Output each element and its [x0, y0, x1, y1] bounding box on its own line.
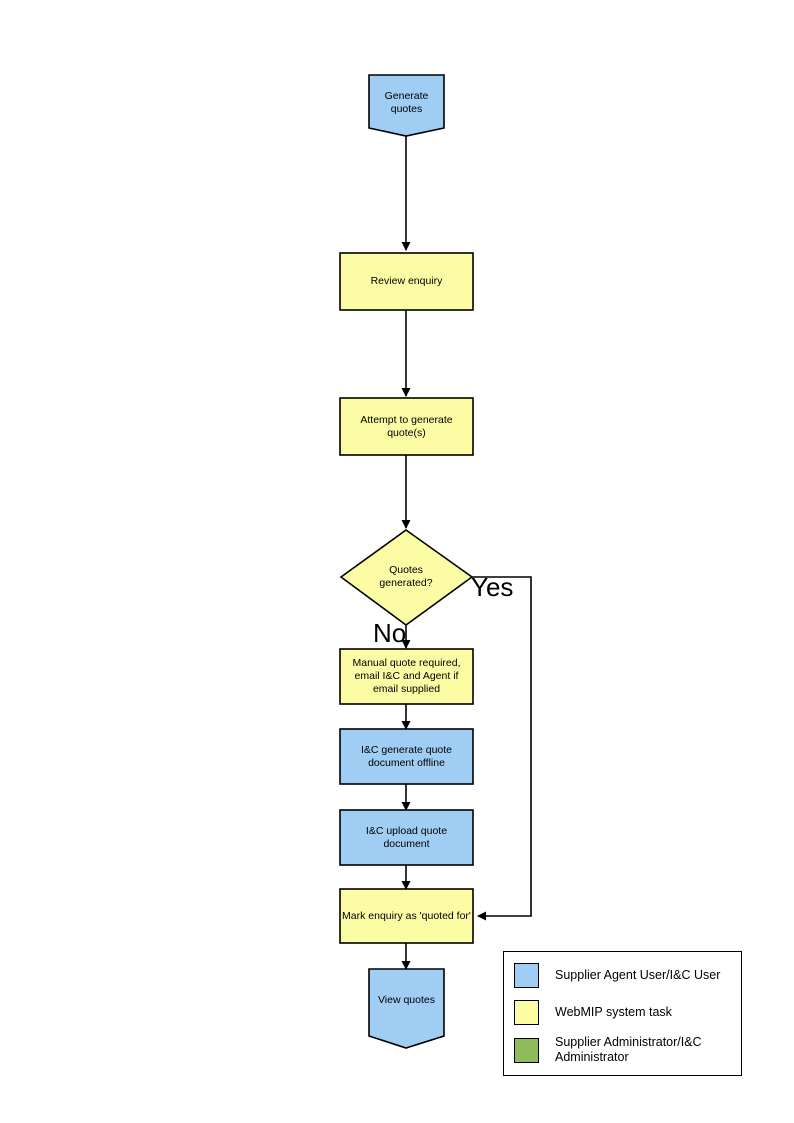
- legend: Supplier Agent User/I&C User WebMIP syst…: [503, 951, 742, 1076]
- legend-item-webmip-system-task: WebMIP system task: [514, 1000, 672, 1025]
- branch-label-no: No: [373, 618, 407, 648]
- legend-label-supplier-agent-user: Supplier Agent User/I&C User: [555, 968, 721, 982]
- node-view-quotes[interactable]: [368, 968, 445, 1049]
- node-quotes-generated-decision[interactable]: [339, 529, 474, 626]
- node-ic-upload-quote-document[interactable]: [339, 809, 474, 866]
- branch-label-yes: Yes: [471, 572, 514, 602]
- legend-item-supplier-agent-user: Supplier Agent User/I&C User: [514, 963, 720, 988]
- node-attempt-generate-quotes[interactable]: [339, 397, 474, 456]
- node-review-enquiry[interactable]: [339, 252, 474, 311]
- connector-decision-yes-to-mark: [472, 576, 532, 921]
- legend-swatch-yellow: [514, 1000, 539, 1025]
- node-ic-generate-quote-offline[interactable]: [339, 728, 474, 785]
- legend-label-supplier-administrator: Supplier Administrator/I&C Administrator: [555, 1035, 702, 1064]
- legend-swatch-green: [514, 1037, 539, 1063]
- node-mark-enquiry-quoted-for[interactable]: [339, 888, 474, 944]
- legend-label-webmip-system-task: WebMIP system task: [555, 1005, 672, 1019]
- legend-swatch-blue: [514, 963, 539, 988]
- legend-item-supplier-administrator: Supplier Administrator/I&C Administrator: [514, 1035, 702, 1065]
- node-generate-quotes[interactable]: [368, 74, 445, 137]
- node-manual-quote-required[interactable]: [339, 648, 474, 705]
